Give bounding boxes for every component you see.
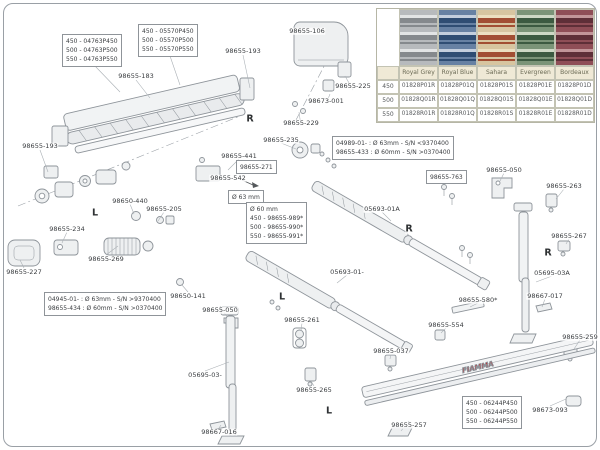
leader-lines (19, 54, 581, 432)
part-label-98655-205: 98655-205 (145, 204, 183, 213)
fabric-name: Bordeaux (555, 66, 594, 80)
part-label-98655-235: 98655-235 (262, 135, 300, 144)
case-end-bracket-right (239, 77, 255, 101)
part-label-98655-441: 98655-441 (220, 151, 258, 160)
part-label-98655-261: 98655-261 (283, 315, 321, 324)
fabric-code: 01828R01D (555, 108, 594, 122)
part-label-98650-440: 98650-440 (111, 196, 149, 205)
fabric-code: 01828Q01E (516, 94, 555, 108)
fabric-code: 01828P01S (477, 80, 516, 94)
part-label-98655-183: 98655-183 (117, 71, 155, 80)
orientation-letter-r-250: R (246, 113, 254, 125)
label-diameter-63-box: Ø 63 mm (228, 190, 264, 205)
fabric-code: 01828P01Q (438, 80, 477, 94)
fabric-name: Evergreen (516, 66, 555, 80)
left-leg-parts (209, 306, 413, 445)
part-label-98655-257: 98655-257 (390, 420, 428, 429)
fabric-code: 01828P01D (555, 80, 594, 94)
fabric-code: 01828Q01S (477, 94, 516, 108)
part-label-98673-001: 98673-001 (307, 96, 345, 105)
orientation-letter-r-409: R (405, 223, 413, 235)
fabric-size-550: 550 (377, 108, 399, 122)
right-side-parts (434, 177, 578, 362)
part-label-98673-093: 98673-093 (531, 405, 569, 414)
part-label-98655-259: 98655-259 (561, 332, 599, 341)
fabric-swatch-royal-grey (399, 9, 438, 66)
fabric-name: Sahara (477, 66, 516, 80)
label-98655-763-box: 98655-763 (426, 170, 467, 185)
lead-rail-drawing: FIAMMA (361, 334, 596, 407)
part-label-05695-03a: 05695-03A (533, 268, 571, 277)
spring-arm-left (245, 251, 413, 354)
part-label-98655-050: 98655-050 (485, 165, 523, 174)
awning-case-drawing (51, 74, 255, 154)
part-label-98655-106: 98655-106 (288, 26, 326, 35)
fabric-code: 01828R01Q (438, 108, 477, 122)
orientation-letter-l-95: L (91, 207, 99, 219)
rail-end-cap-98673-093 (565, 395, 582, 407)
part-label-05693-01-: 05693-01- (329, 267, 365, 276)
orientation-letter-l-329: L (325, 405, 333, 417)
case-end-bracket-left (51, 125, 69, 147)
fabric-swatch-evergreen (516, 9, 555, 66)
part-label-98655-037: 98655-037 (372, 346, 410, 355)
fabric-size-500: 500 (377, 94, 399, 108)
fabric-code: 01828R01E (516, 108, 555, 122)
fabric-code: 01828R01R (399, 108, 438, 122)
part-label-98655-193: 98655-193 (224, 46, 262, 55)
fabric-code: 01828Q01D (555, 94, 594, 108)
part-label-98655-580-: 98655-580* (457, 295, 499, 304)
part-label-98667-016: 98667-016 (200, 427, 238, 436)
part-label-98655-227: 98655-227 (5, 267, 43, 276)
fabric-code: 01828P01R (399, 80, 438, 94)
fabric-swatch-sahara (477, 9, 516, 66)
fabric-name: Royal Blue (438, 66, 477, 80)
fabric-swatch-bordeaux (555, 9, 594, 66)
left-end-parts (7, 157, 239, 329)
part-label-98655-554: 98655-554 (427, 320, 465, 329)
fabric-swatch-royal-blue (438, 9, 477, 66)
roller-adapter-98655-269 (103, 237, 141, 256)
orientation-letter-r-548: R (544, 247, 552, 259)
part-label-98655-542: 98655-542 (209, 173, 247, 182)
fabric-code: 01828Q01R (399, 94, 438, 108)
part-label-98655-225: 98655-225 (334, 81, 372, 90)
fabric-name: Royal Grey (399, 66, 438, 80)
orientation-letter-l-282: L (278, 291, 286, 303)
part-label-98655-267: 98655-267 (550, 231, 588, 240)
part-label-98655-193: 98655-193 (21, 141, 59, 150)
table-corner (377, 9, 399, 64)
fabric-code: 01828Q01Q (438, 94, 477, 108)
part-label-98655-234: 98655-234 (48, 224, 86, 233)
part-label-98650-141: 98650-141 (169, 291, 207, 300)
part-label-98667-017: 98667-017 (526, 291, 564, 300)
label-98655-271-box: 98655-271 (236, 160, 277, 175)
spring-arm-right (311, 181, 491, 291)
fabric-code: 01828P01E (516, 80, 555, 94)
fabric-code: 01828R01S (477, 108, 516, 122)
part-label-98655-263: 98655-263 (545, 181, 583, 190)
part-label-05693-01a: 05693-01A (363, 204, 401, 213)
part-98650-141-drawing (176, 278, 184, 286)
part-label-98655-229: 98655-229 (282, 118, 320, 127)
fabric-size-450: 450 (377, 80, 399, 94)
part-label-98655-269: 98655-269 (87, 254, 125, 263)
part-label-98655-265: 98655-265 (295, 385, 333, 394)
fabric-name-gutter (377, 66, 399, 80)
part-label-05695-03-: 05695-03- (187, 370, 223, 379)
part-label-98655-050: 98655-050 (201, 305, 239, 314)
